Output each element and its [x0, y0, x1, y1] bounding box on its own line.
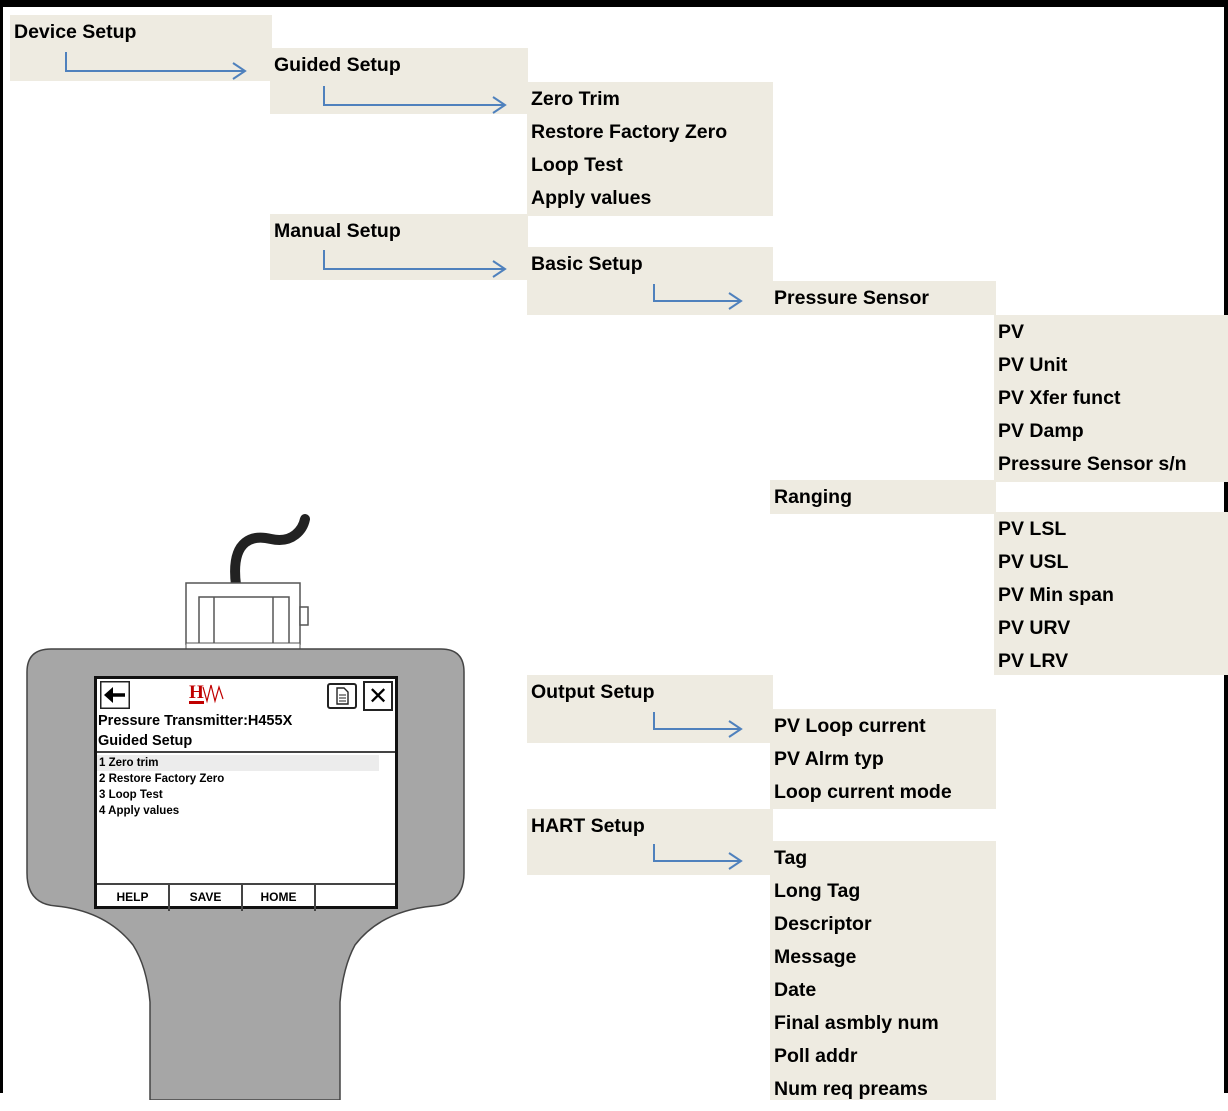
- hart-item-descriptor: Descriptor: [774, 913, 872, 935]
- back-arrow-icon[interactable]: [100, 681, 130, 709]
- node-device-setup: Device Setup: [10, 15, 272, 48]
- node-ranging: Ranging: [770, 480, 996, 514]
- svg-text:H: H: [189, 682, 204, 703]
- guided-item-apply-values: Apply values: [531, 187, 652, 209]
- screen-subtitle: Guided Setup: [98, 733, 193, 749]
- screen-list-item-loop-test[interactable]: 3 Loop Test: [99, 789, 163, 801]
- arrow-hart-to-items: [653, 844, 743, 870]
- node-label: Device Setup: [14, 21, 137, 43]
- screen-button-bar: HELP SAVE HOME: [97, 883, 395, 911]
- arrow-manual-to-basic: [323, 250, 507, 278]
- device-screen: H ✕ Pressure Transmitter:H455X Guided Se…: [94, 676, 398, 911]
- node-label: Basic Setup: [531, 253, 643, 275]
- screen-menu-list: 1 Zero trim 2 Restore Factory Zero 3 Loo…: [97, 751, 395, 881]
- node-pressure-sensor: Pressure Sensor: [770, 281, 996, 315]
- node-label: Output Setup: [531, 681, 655, 703]
- node-hart-setup: HART Setup: [527, 809, 773, 875]
- arrow-guided-to-items: [323, 86, 507, 114]
- hw-logo-icon: H: [189, 682, 224, 704]
- pressure-item-sensor-sn: Pressure Sensor s/n: [998, 453, 1187, 475]
- screen-title: Pressure Transmitter:H455X: [98, 713, 293, 729]
- node-guided-setup: Guided Setup: [270, 48, 528, 114]
- node-output-setup: Output Setup: [527, 675, 773, 743]
- screen-list-item-zero-trim[interactable]: 1 Zero trim: [97, 755, 379, 771]
- document-icon: [336, 687, 349, 705]
- document-button[interactable]: [327, 683, 357, 709]
- node-label: Guided Setup: [274, 54, 401, 76]
- handheld-communicator: H ✕ Pressure Transmitter:H455X Guided Se…: [3, 7, 503, 1100]
- save-button[interactable]: SAVE: [170, 885, 243, 911]
- ranging-item-pv-lrv: PV LRV: [998, 650, 1069, 672]
- node-label: Pressure Sensor: [774, 287, 930, 309]
- hart-item-final-asmbly-num: Final asmbly num: [774, 1012, 939, 1034]
- guided-item-zero-trim: Zero Trim: [531, 88, 620, 110]
- node-device-setup-tail: [10, 48, 272, 81]
- ranging-item-pv-min-span: PV Min span: [998, 584, 1114, 606]
- hart-item-tag: Tag: [774, 847, 808, 869]
- node-pressure-sensor-items: PV PV Unit PV Xfer funct PV Damp Pressur…: [994, 315, 1228, 482]
- node-ranging-items: PV LSL PV USL PV Min span PV URV PV LRV: [994, 512, 1228, 675]
- hart-item-poll-addr: Poll addr: [774, 1045, 858, 1067]
- device-body-illustration: [26, 514, 465, 1100]
- hart-item-date: Date: [774, 979, 817, 1001]
- close-icon[interactable]: ✕: [363, 681, 393, 711]
- hart-item-num-req-preams: Num req preams: [774, 1078, 928, 1100]
- screen-toolbar: H ✕: [97, 679, 395, 711]
- node-hart-items: Tag Long Tag Descriptor Message Date Fin…: [770, 841, 996, 1100]
- guided-item-loop-test: Loop Test: [531, 154, 623, 176]
- hart-item-message: Message: [774, 946, 857, 968]
- screen-list-item-restore-factory-zero[interactable]: 2 Restore Factory Zero: [99, 773, 225, 785]
- output-item-pv-alrm-typ: PV Alrm typ: [774, 748, 884, 770]
- pressure-item-pv-unit: PV Unit: [998, 354, 1068, 376]
- node-guided-items: Zero Trim Restore Factory Zero Loop Test…: [527, 82, 773, 216]
- arrow-output-to-items: [653, 712, 743, 738]
- guided-item-restore-factory-zero: Restore Factory Zero: [531, 121, 728, 143]
- pressure-item-pv-damp: PV Damp: [998, 420, 1084, 442]
- output-item-pv-loop-current: PV Loop current: [774, 715, 926, 737]
- node-label: Manual Setup: [274, 220, 401, 242]
- pressure-item-pv-xfer-funct: PV Xfer funct: [998, 387, 1121, 409]
- arrow-basic-to-pressure: [653, 284, 743, 310]
- ranging-item-pv-urv: PV URV: [998, 617, 1071, 639]
- ranging-item-pv-usl: PV USL: [998, 551, 1069, 573]
- screen-list-item-apply-values[interactable]: 4 Apply values: [99, 805, 180, 817]
- node-output-items: PV Loop current PV Alrm typ Loop current…: [770, 709, 996, 809]
- device-module: [185, 582, 309, 650]
- node-label: Ranging: [774, 486, 852, 508]
- node-label: HART Setup: [531, 815, 645, 837]
- output-item-loop-current-mode: Loop current mode: [774, 781, 952, 803]
- help-button[interactable]: HELP: [97, 885, 170, 911]
- hart-item-long-tag: Long Tag: [774, 880, 861, 902]
- home-button[interactable]: HOME: [243, 885, 316, 911]
- ranging-item-pv-lsl: PV LSL: [998, 518, 1067, 540]
- node-basic-setup: Basic Setup: [527, 247, 773, 315]
- pressure-item-pv: PV: [998, 321, 1025, 343]
- device-cable: [230, 514, 310, 590]
- arrow-device-to-guided: [65, 52, 247, 80]
